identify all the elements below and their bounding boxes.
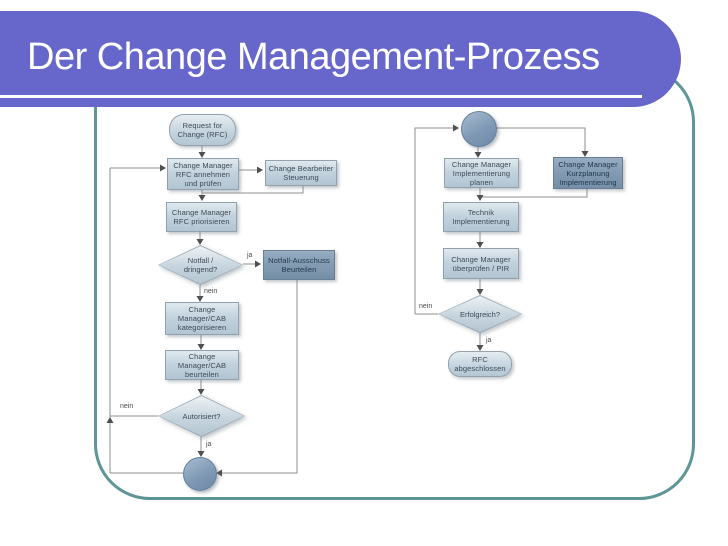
edge-label-autorisiert-nein: nein (120, 403, 134, 410)
title-banner: Der Change Management-Prozess (0, 11, 681, 107)
node-erfolgreich-decision: Erfolgreich? (438, 295, 522, 333)
node-rfc-abgeschlossen: RFC abgeschlossen (448, 351, 512, 377)
node-implementierung-planen: Change Manager Implementierung planen (444, 158, 519, 188)
decision-label: Autorisiert? (159, 396, 244, 436)
node-ueberpruefen-pir: Change Manager überprüfen / PIR (443, 248, 519, 279)
node-cab-beurteilen: Change Manager/CAB beurteilen (165, 350, 239, 380)
edge-label-erfolgreich-nein: nein (419, 303, 433, 310)
title-underline (0, 95, 642, 98)
node-change-bearbeiter-steuerung: Change Bearbeiter Steuerung (265, 160, 337, 186)
node-notfall-ausschuss: Notfall-Ausschuss Beurteilen (263, 250, 335, 280)
node-notfall-dringend-decision: Notfall / dringend? (158, 245, 243, 285)
node-kurzplanung-implementierung: Change Manager Kurzplanung Implementieru… (553, 157, 623, 189)
node-rfc-request: Request for Change (RFC) (169, 114, 236, 146)
edge-label-erfolgreich-ja: ja (486, 337, 492, 344)
node-technik-implementierung: Technik Implementierung (443, 202, 519, 232)
edge-label-notfall-nein: nein (204, 288, 218, 295)
decision-label: Erfolgreich? (439, 296, 521, 332)
slide-title: Der Change Management-Prozess (27, 36, 600, 78)
node-autorisiert-decision: Autorisiert? (158, 395, 245, 437)
decision-label: Notfall / dringend? (159, 246, 242, 284)
node-cab-kategorisieren: Change Manager/CAB kategorisieren (165, 302, 239, 335)
arrowheads (106, 124, 589, 477)
node-rfc-annehmen: Change Manager RFC annehmen und prüfen (167, 158, 239, 190)
node-connector-circle-left (183, 457, 217, 491)
edge-label-autorisiert-ja: ja (206, 441, 212, 448)
node-rfc-priorisieren: Change Manager RFC priorisieren (166, 202, 237, 232)
edge-label-notfall-ja: ja (247, 252, 253, 259)
node-connector-circle-right (461, 111, 497, 147)
